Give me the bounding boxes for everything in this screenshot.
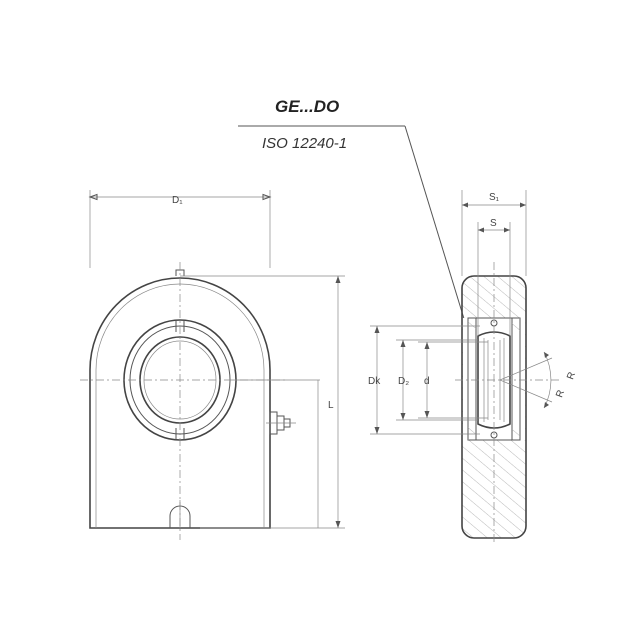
dimension-label-dk: Dk: [368, 376, 381, 387]
housing-outline: [89, 277, 271, 529]
tilt-angle: R R: [499, 351, 578, 409]
side-view: [455, 262, 560, 545]
dimension-label-d2: D₂: [398, 376, 409, 387]
dimension-label-s: S: [490, 218, 497, 229]
grease-nipple: [266, 411, 296, 435]
dimension-d: d: [418, 341, 488, 419]
dimension-d2: D₂: [396, 339, 478, 421]
dimension-label-l: L: [328, 400, 334, 411]
dimension-l: L: [180, 275, 345, 529]
leader-line: [404, 125, 466, 323]
series-title: GE...DO: [275, 97, 339, 116]
dimension-dk: Dk: [368, 325, 480, 435]
spherical-ring: [477, 331, 511, 429]
dimension-s1: S₁: [461, 190, 527, 276]
dimension-d1: D₁: [88, 190, 272, 268]
front-view: [80, 262, 296, 540]
title-block: GE...DO ISO 12240-1: [238, 97, 466, 323]
angle-label-r2: R: [565, 371, 578, 382]
dimension-label-s1: S₁: [489, 192, 500, 203]
dimension-label-d: d: [424, 376, 430, 387]
angle-label-r1: R: [554, 389, 567, 400]
dimension-label-d1: D₁: [172, 195, 183, 206]
dimension-s: S: [477, 218, 511, 336]
standard-label: ISO 12240-1: [262, 135, 347, 152]
